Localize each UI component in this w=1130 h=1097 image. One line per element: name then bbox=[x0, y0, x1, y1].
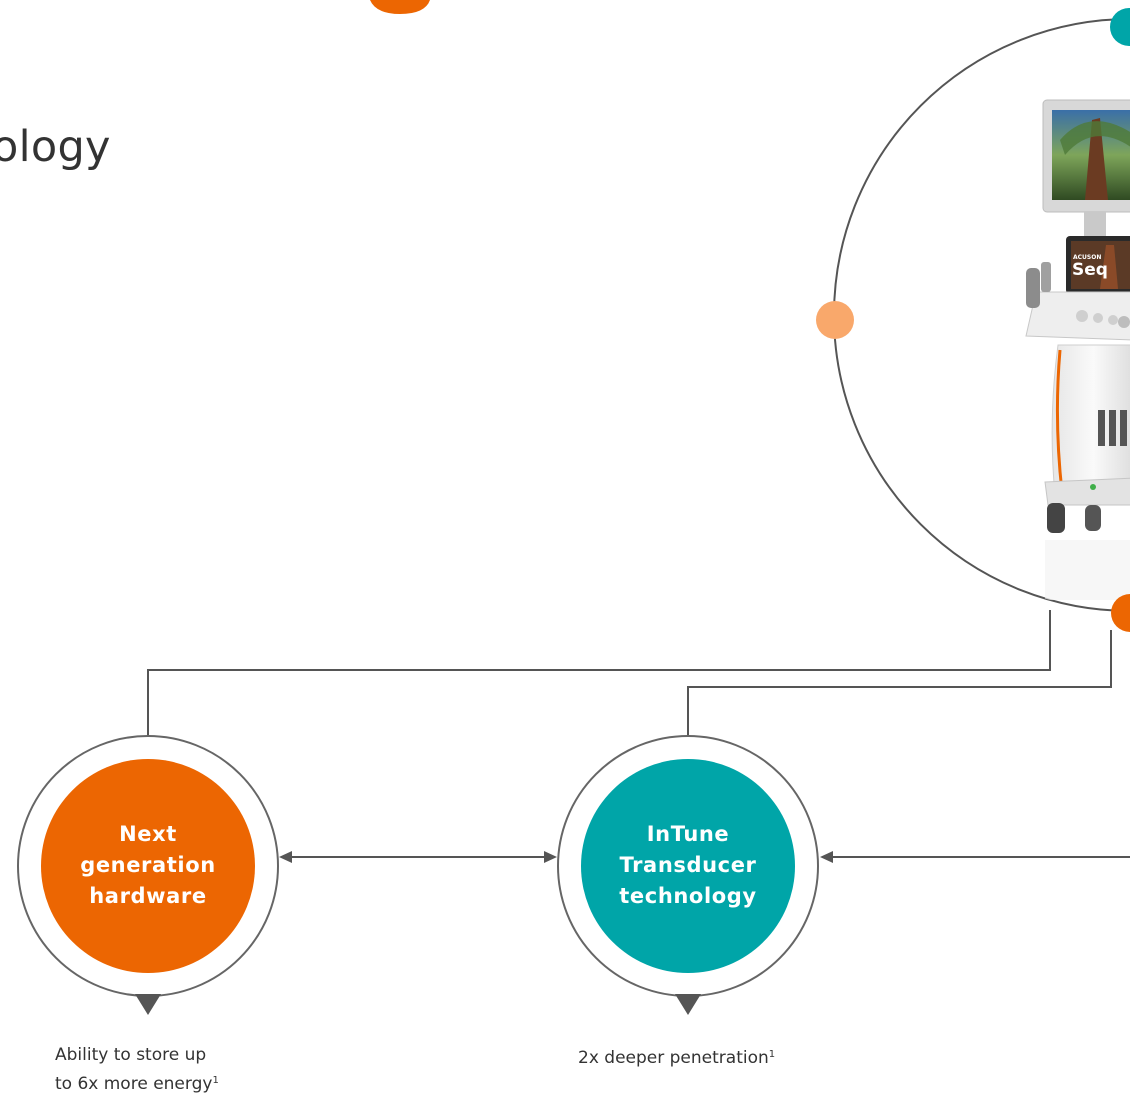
teal-dot bbox=[1110, 8, 1130, 46]
product-name: Seq bbox=[1072, 260, 1108, 280]
orange-dot bbox=[1111, 594, 1130, 632]
transducer-label-line: technology bbox=[619, 884, 757, 908]
pointer-down-icon bbox=[135, 994, 161, 1015]
page-title: ology bbox=[0, 122, 111, 172]
transducer-label-line: Transducer bbox=[619, 853, 757, 877]
hardware-label-line: hardware bbox=[89, 884, 207, 908]
transducer-caption: 2x deeper penetration1 bbox=[578, 1042, 775, 1071]
ultrasound-machine-image bbox=[1025, 99, 1130, 600]
hardware-caption-line: to 6x more energy1 bbox=[55, 1074, 219, 1094]
product-brand: ACUSON bbox=[1073, 254, 1102, 261]
hardware-label-line: generation bbox=[80, 853, 216, 877]
hardware-caption-line: Ability to store up bbox=[55, 1045, 207, 1065]
hardware-caption: Ability to store up to 6x more energy1 bbox=[55, 1042, 219, 1097]
transducer-circle bbox=[581, 759, 795, 973]
arrow-left-icon bbox=[820, 851, 833, 863]
cropped-orange-shape bbox=[370, 0, 430, 14]
pointer-down-icon bbox=[675, 994, 701, 1015]
transducer-label-line: InTune bbox=[646, 822, 730, 846]
footnote-marker: 1 bbox=[768, 1049, 776, 1060]
arrow-right-icon bbox=[544, 851, 557, 863]
transducer-label: InTune Transducer technology bbox=[588, 819, 788, 912]
footnote-marker: 1 bbox=[212, 1075, 219, 1086]
transducer-caption-line: 2x deeper penetration1 bbox=[578, 1048, 776, 1068]
hardware-label-line: Next bbox=[119, 822, 177, 846]
connector-lines bbox=[147, 610, 1130, 858]
hardware-label: Next generation hardware bbox=[48, 819, 248, 912]
hardware-circle bbox=[41, 759, 255, 973]
light-orange-dot bbox=[816, 301, 854, 339]
arrow-left-icon bbox=[279, 851, 292, 863]
